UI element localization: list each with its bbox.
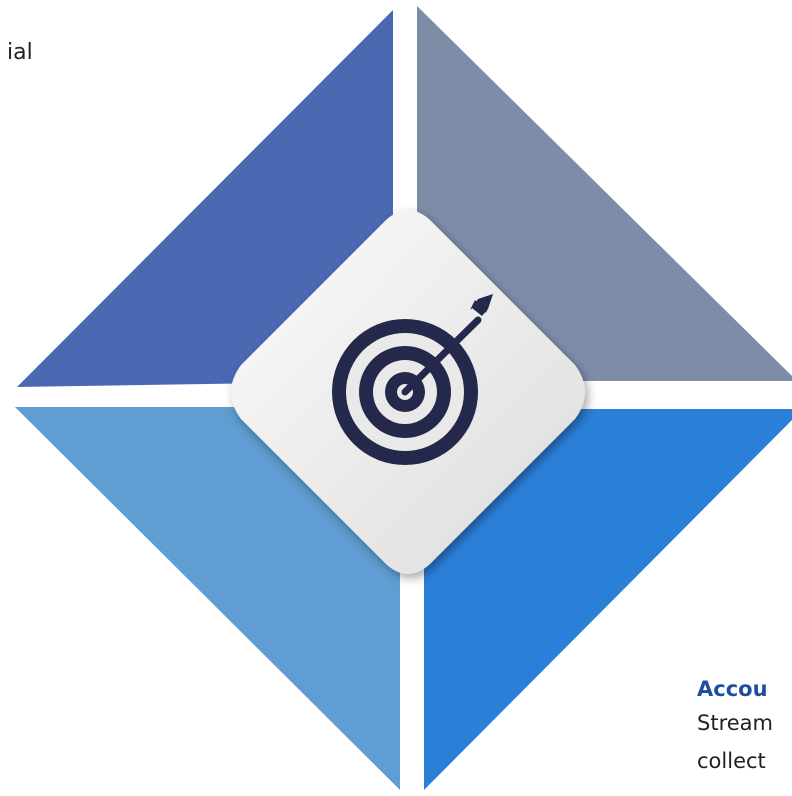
cut-off-body-line-1: Stream xyxy=(697,711,773,735)
quadrant-top-right xyxy=(417,6,792,381)
cut-off-text-top: ial xyxy=(7,40,33,65)
quadrant-bottom-right xyxy=(424,409,792,790)
quadrant-bottom-left xyxy=(15,407,400,790)
cut-off-body-line-2: collect xyxy=(697,749,766,773)
target-arrow-icon xyxy=(332,294,493,465)
quadrant-top-left xyxy=(17,10,393,387)
cut-off-heading: Accou xyxy=(697,677,768,701)
